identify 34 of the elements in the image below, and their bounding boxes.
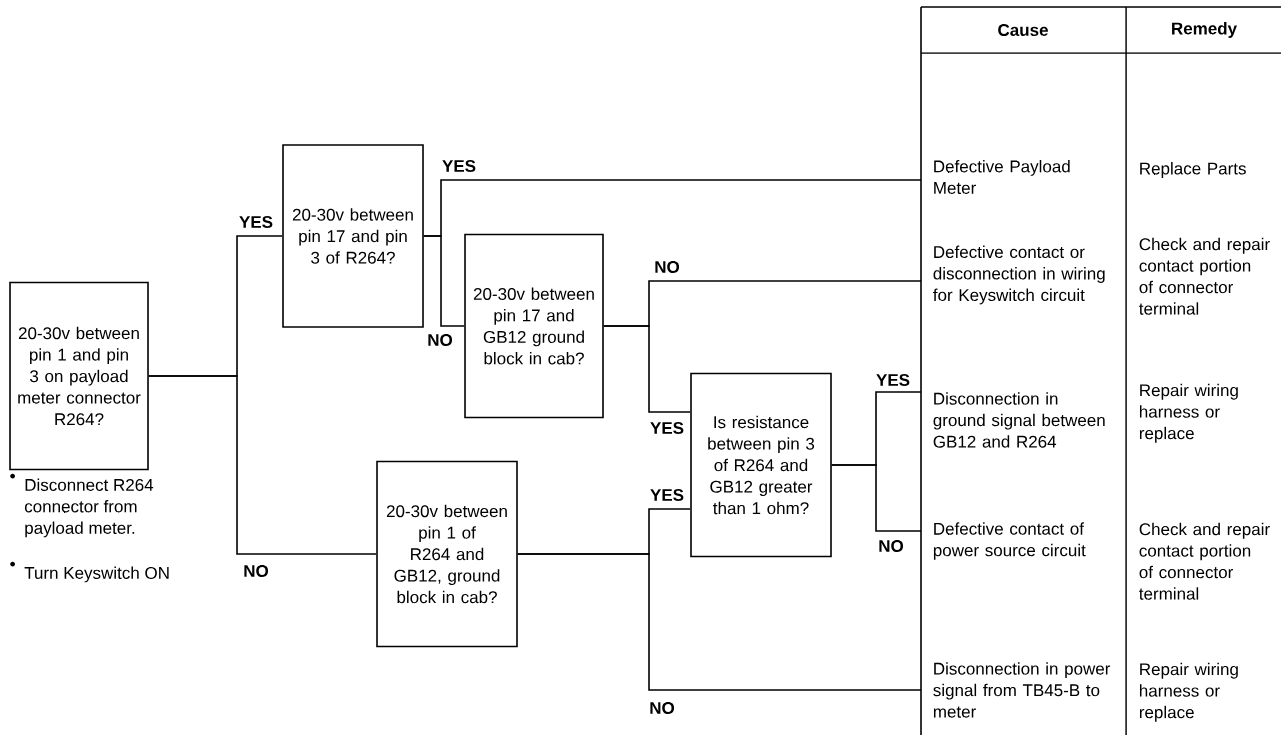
- remedy-text: Repair wiring harness or replace: [1139, 383, 1238, 443]
- connector-line: [831, 464, 922, 532]
- edge-label: NO: [648, 701, 676, 715]
- remedy-text: Replace Parts: [1140, 162, 1246, 178]
- connector-line: [517, 553, 922, 691]
- edge-label: YES: [649, 488, 685, 502]
- column-header: Remedy: [1172, 22, 1237, 38]
- edge-label: YES: [441, 159, 477, 173]
- decision-box: 20-30v between pin 1 of R264 and GB12, ground block in cab?: [376, 460, 518, 648]
- column-header: Cause: [998, 24, 1048, 36]
- edge-label: NO: [426, 333, 454, 347]
- decision-box: Is resistance between pin 3 of R264 and GB12 greater than 1 ohm?: [690, 372, 832, 558]
- edge-label: NO: [242, 564, 270, 578]
- connector-line: [423, 235, 465, 327]
- cause-text: Disconnection in ground signal between GB12 and R264: [933, 392, 1105, 448]
- edge-label: NO: [877, 539, 905, 553]
- edge-label: YES: [238, 215, 274, 229]
- edge-label: YES: [875, 373, 911, 387]
- cause-text: Defective Payload Meter: [934, 160, 1070, 194]
- remedy-text: Repair wiring harness or replace: [1139, 662, 1238, 722]
- bullet-note: Turn Keyswitch ON: [10, 561, 169, 583]
- remedy-text: Check and repair contact portion of connector terminal: [1139, 522, 1270, 600]
- bullet-note: Disconnect R264 connector from payload meter.: [10, 473, 154, 538]
- connector-line: [603, 325, 691, 413]
- remedy-text: Check and repair contact portion of connector terminal: [1139, 237, 1270, 315]
- decision-box: 20-30v between pin 17 and GB12 ground block in cab?: [464, 233, 604, 419]
- edge-label: NO: [653, 260, 681, 274]
- connector-line: [148, 375, 377, 555]
- decision-box: 20-30v between pin 1 and pin 3 on payload meter connector R264?: [9, 281, 149, 471]
- edge-label: YES: [649, 421, 685, 435]
- cause-text: Defective contact of power source circuit: [933, 522, 1086, 560]
- decision-box: 20-30v between pin 17 and pin 3 of R264?: [282, 144, 424, 328]
- cause-text: Defective contact or disconnection in wiring for Keyswitch circuit: [933, 245, 1105, 305]
- cause-text: Disconnection in power signal from TB45-B to meter: [933, 662, 1111, 718]
